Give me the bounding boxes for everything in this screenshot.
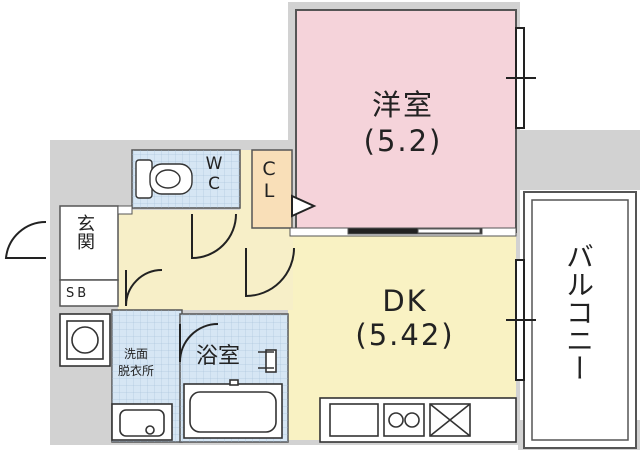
doors <box>4 194 317 363</box>
toilet-icon <box>135 159 193 199</box>
shoebox <box>59 279 119 307</box>
entrance <box>59 205 119 281</box>
bath-label: 浴室 <box>196 344 241 369</box>
window-western <box>506 27 536 129</box>
entrance-label: 玄関 <box>74 214 95 250</box>
closet <box>251 149 293 229</box>
washing-machine-icon <box>59 313 111 367</box>
shoebox-label: SB <box>66 286 90 301</box>
closet-label: CL <box>258 158 280 202</box>
western-room-label: 洋室 (5.2) <box>363 88 443 158</box>
bathtub-icon <box>183 379 283 439</box>
balcony <box>523 191 637 449</box>
shower-icon <box>258 349 277 373</box>
balcony-label: バルコニー <box>562 242 595 382</box>
washroom-label: 洗面 脱衣所 <box>118 347 155 378</box>
dk-room-label: DK (5.42) <box>355 284 455 352</box>
sink-icon <box>111 403 173 441</box>
toilet-label: WC <box>204 154 224 194</box>
western-room <box>295 9 517 233</box>
window-dk <box>506 259 536 381</box>
kitchen-counter <box>319 397 517 443</box>
